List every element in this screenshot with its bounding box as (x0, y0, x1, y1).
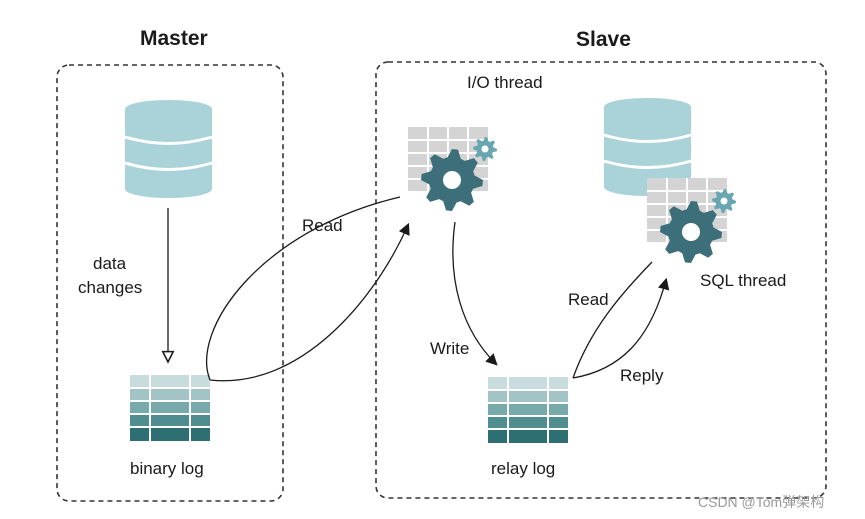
gear-icon (660, 201, 722, 263)
relay-log-label: relay log (491, 459, 556, 478)
gear-icon (712, 189, 736, 213)
binary-log-label: binary log (130, 459, 204, 478)
read-binlog-label: Read (302, 216, 343, 235)
write-label: Write (430, 339, 470, 358)
read-binlog-curve-return (209, 222, 410, 382)
master-title: Master (140, 27, 208, 50)
write-relay-arrow (452, 221, 498, 366)
data-changes-label-line1: data (93, 254, 127, 273)
master-box (56, 64, 284, 502)
sql-thread-label: SQL thread (700, 271, 787, 290)
slave-database-icon (603, 98, 692, 196)
data-changes-label-line2: changes (78, 278, 143, 297)
read-relay-curve-outgoing (572, 261, 653, 379)
slave-box (375, 61, 827, 499)
gear-icon (421, 149, 483, 211)
read-relay-curve-return (572, 277, 670, 379)
slave-title: Slave (576, 28, 631, 51)
watermark: CSDN @Tom弹架构 (698, 494, 825, 510)
read-binlog-curve-outgoing (205, 196, 401, 381)
binary-log-icon (130, 375, 210, 441)
reply-label: Reply (620, 366, 664, 385)
read-relay-label: Read (568, 290, 609, 309)
master-database-icon (124, 100, 213, 198)
relay-log-icon (488, 377, 568, 443)
io-thread-icon (408, 127, 497, 211)
io-thread-label: I/O thread (467, 73, 543, 92)
sql-thread-icon (647, 178, 736, 263)
gear-icon (473, 137, 497, 161)
